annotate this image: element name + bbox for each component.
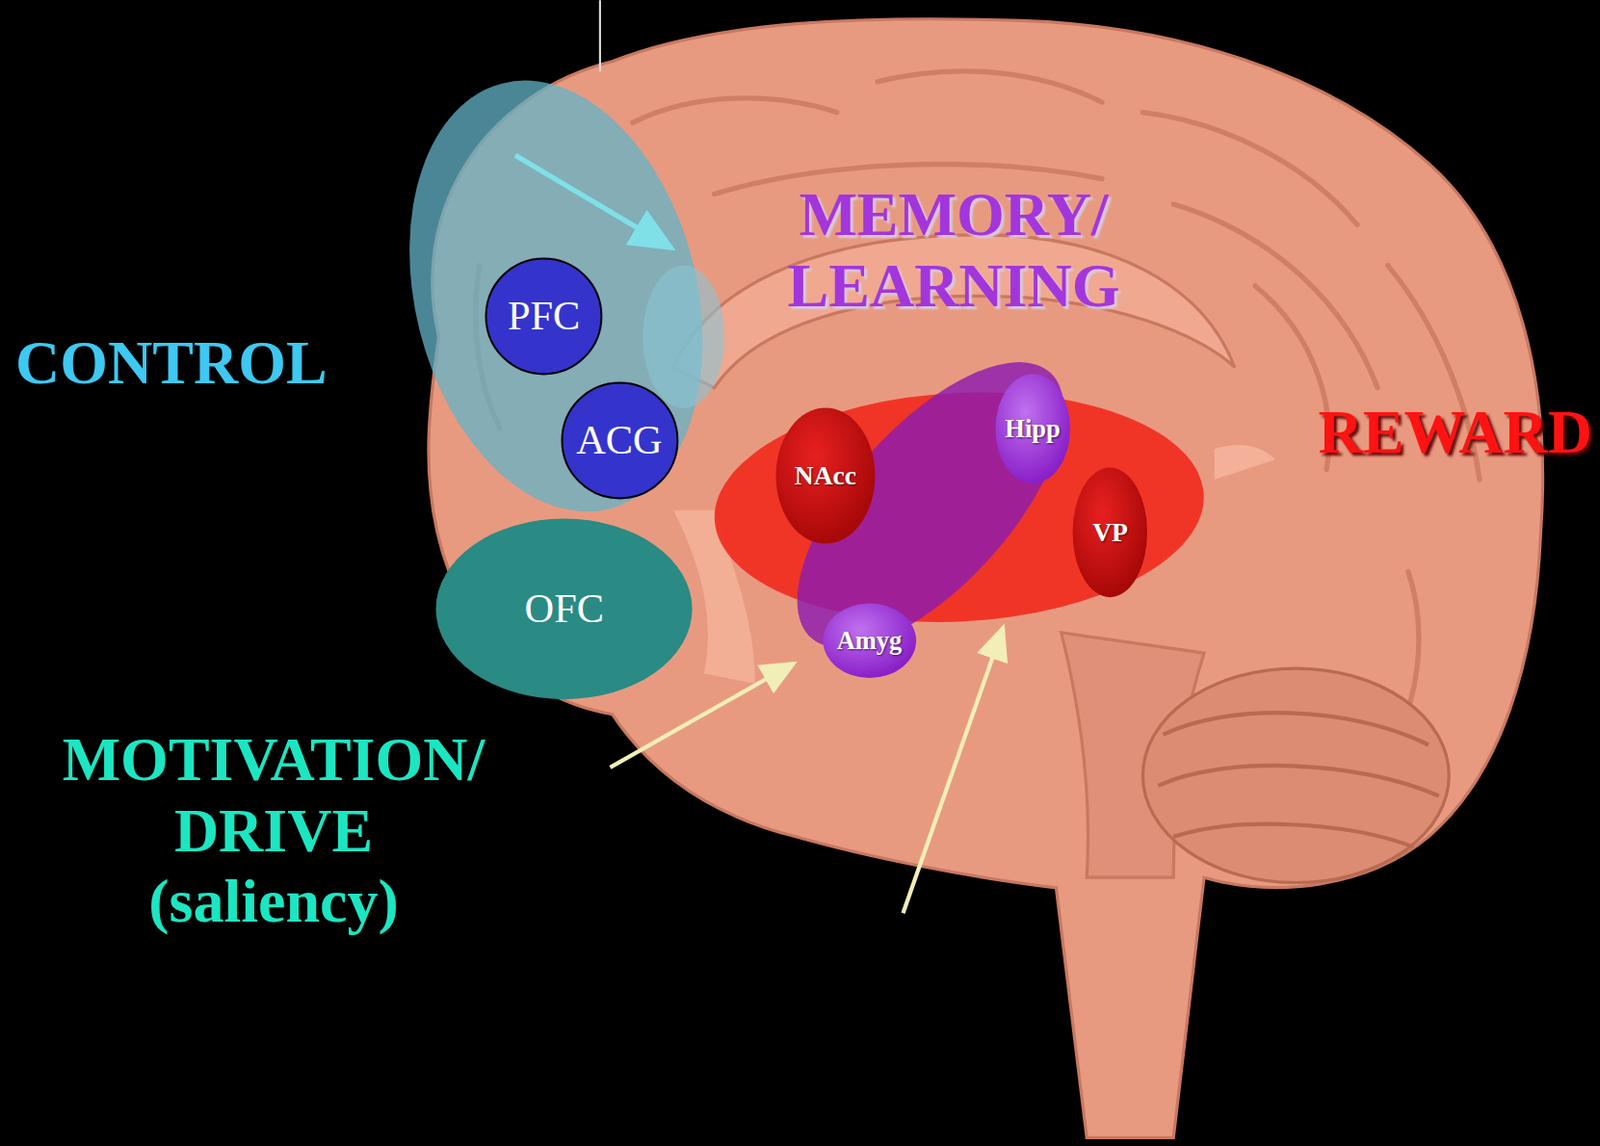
region-name: Hipp [1004, 416, 1060, 442]
function-heading: CONTROL [15, 327, 328, 399]
region-name: VP [1092, 519, 1128, 547]
region-name: NAcc [794, 462, 857, 490]
region-name: ACG [576, 419, 662, 461]
region-oval: Amyg [821, 602, 919, 681]
function-heading: MOTIVATION/ DRIVE (saliency) [62, 724, 486, 938]
region-circle: PFC [484, 257, 604, 376]
region-ellipse: OFC [434, 517, 694, 702]
region-name: OFC [524, 588, 604, 630]
region-name: Amyg [837, 628, 903, 654]
region-oval: Hipp [994, 372, 1073, 486]
region-oval: VP [1071, 466, 1150, 600]
region-oval: NAcc [774, 406, 877, 546]
region-circle: ACG [560, 381, 680, 500]
function-heading: MEMORY/ LEARNING [787, 179, 1121, 321]
region-name: PFC [507, 295, 580, 337]
function-heading: REWARD [1318, 396, 1593, 469]
